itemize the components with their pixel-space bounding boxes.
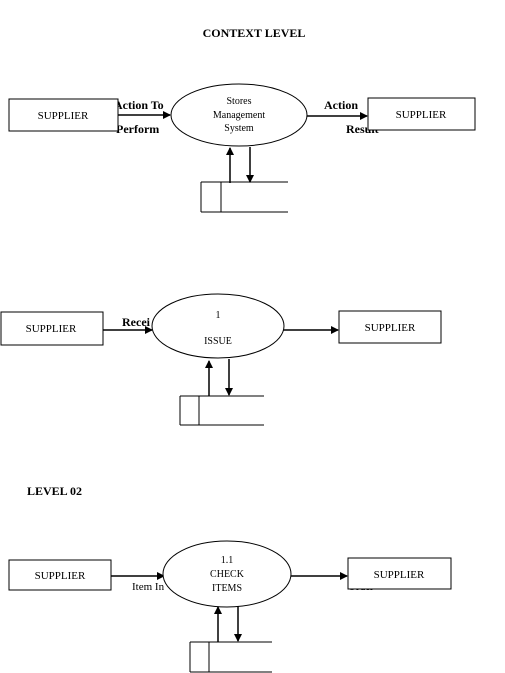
context-right-entity-label: SUPPLIER bbox=[396, 109, 447, 121]
context-flow-in-label-1: Action To bbox=[114, 98, 164, 112]
context-flow-out-label-1: Action bbox=[324, 98, 358, 112]
level1-process-ellipse bbox=[151, 293, 285, 359]
level2-process-ellipse bbox=[162, 540, 292, 608]
level1-process-name: ISSUE bbox=[204, 336, 232, 347]
level-02-heading: LEVEL 02 bbox=[27, 484, 82, 498]
level1-flow-in-label: Recei bbox=[122, 315, 151, 329]
context-data-store bbox=[200, 181, 288, 213]
level2-right-entity-label: SUPPLIER bbox=[374, 569, 425, 581]
context-process-label-3: System bbox=[224, 123, 254, 134]
level1-data-store bbox=[179, 395, 264, 426]
level2-left-entity-label: SUPPLIER bbox=[35, 570, 86, 582]
level2-flow-in-label: Item In bbox=[132, 581, 165, 593]
level1-left-entity-label: SUPPLIER bbox=[26, 323, 77, 335]
level1-right-entity-label: SUPPLIER bbox=[365, 322, 416, 334]
context-right-entity-box bbox=[367, 97, 476, 131]
context-flow-in-label-2: Perform bbox=[116, 122, 159, 136]
context-process-label-1: Stores bbox=[227, 96, 252, 107]
context-process-label-2: Management bbox=[213, 110, 265, 121]
level2-process-number: 1.1 bbox=[221, 555, 234, 566]
context-left-entity-label: SUPPLIER bbox=[38, 110, 89, 122]
level2-data-store bbox=[189, 641, 272, 673]
level2-right-entity-box bbox=[347, 557, 452, 590]
level2-process-name-1: CHECK bbox=[210, 569, 245, 580]
context-process-ellipse bbox=[170, 83, 308, 147]
level2-process-name-2: ITEMS bbox=[212, 583, 242, 594]
level1-process-number: 1 bbox=[216, 310, 221, 321]
context-level-heading: CONTEXT LEVEL bbox=[203, 26, 306, 40]
level1-left-entity-box bbox=[0, 311, 104, 346]
level2-left-entity-box bbox=[8, 559, 112, 591]
level1-right-entity-box bbox=[338, 310, 442, 344]
